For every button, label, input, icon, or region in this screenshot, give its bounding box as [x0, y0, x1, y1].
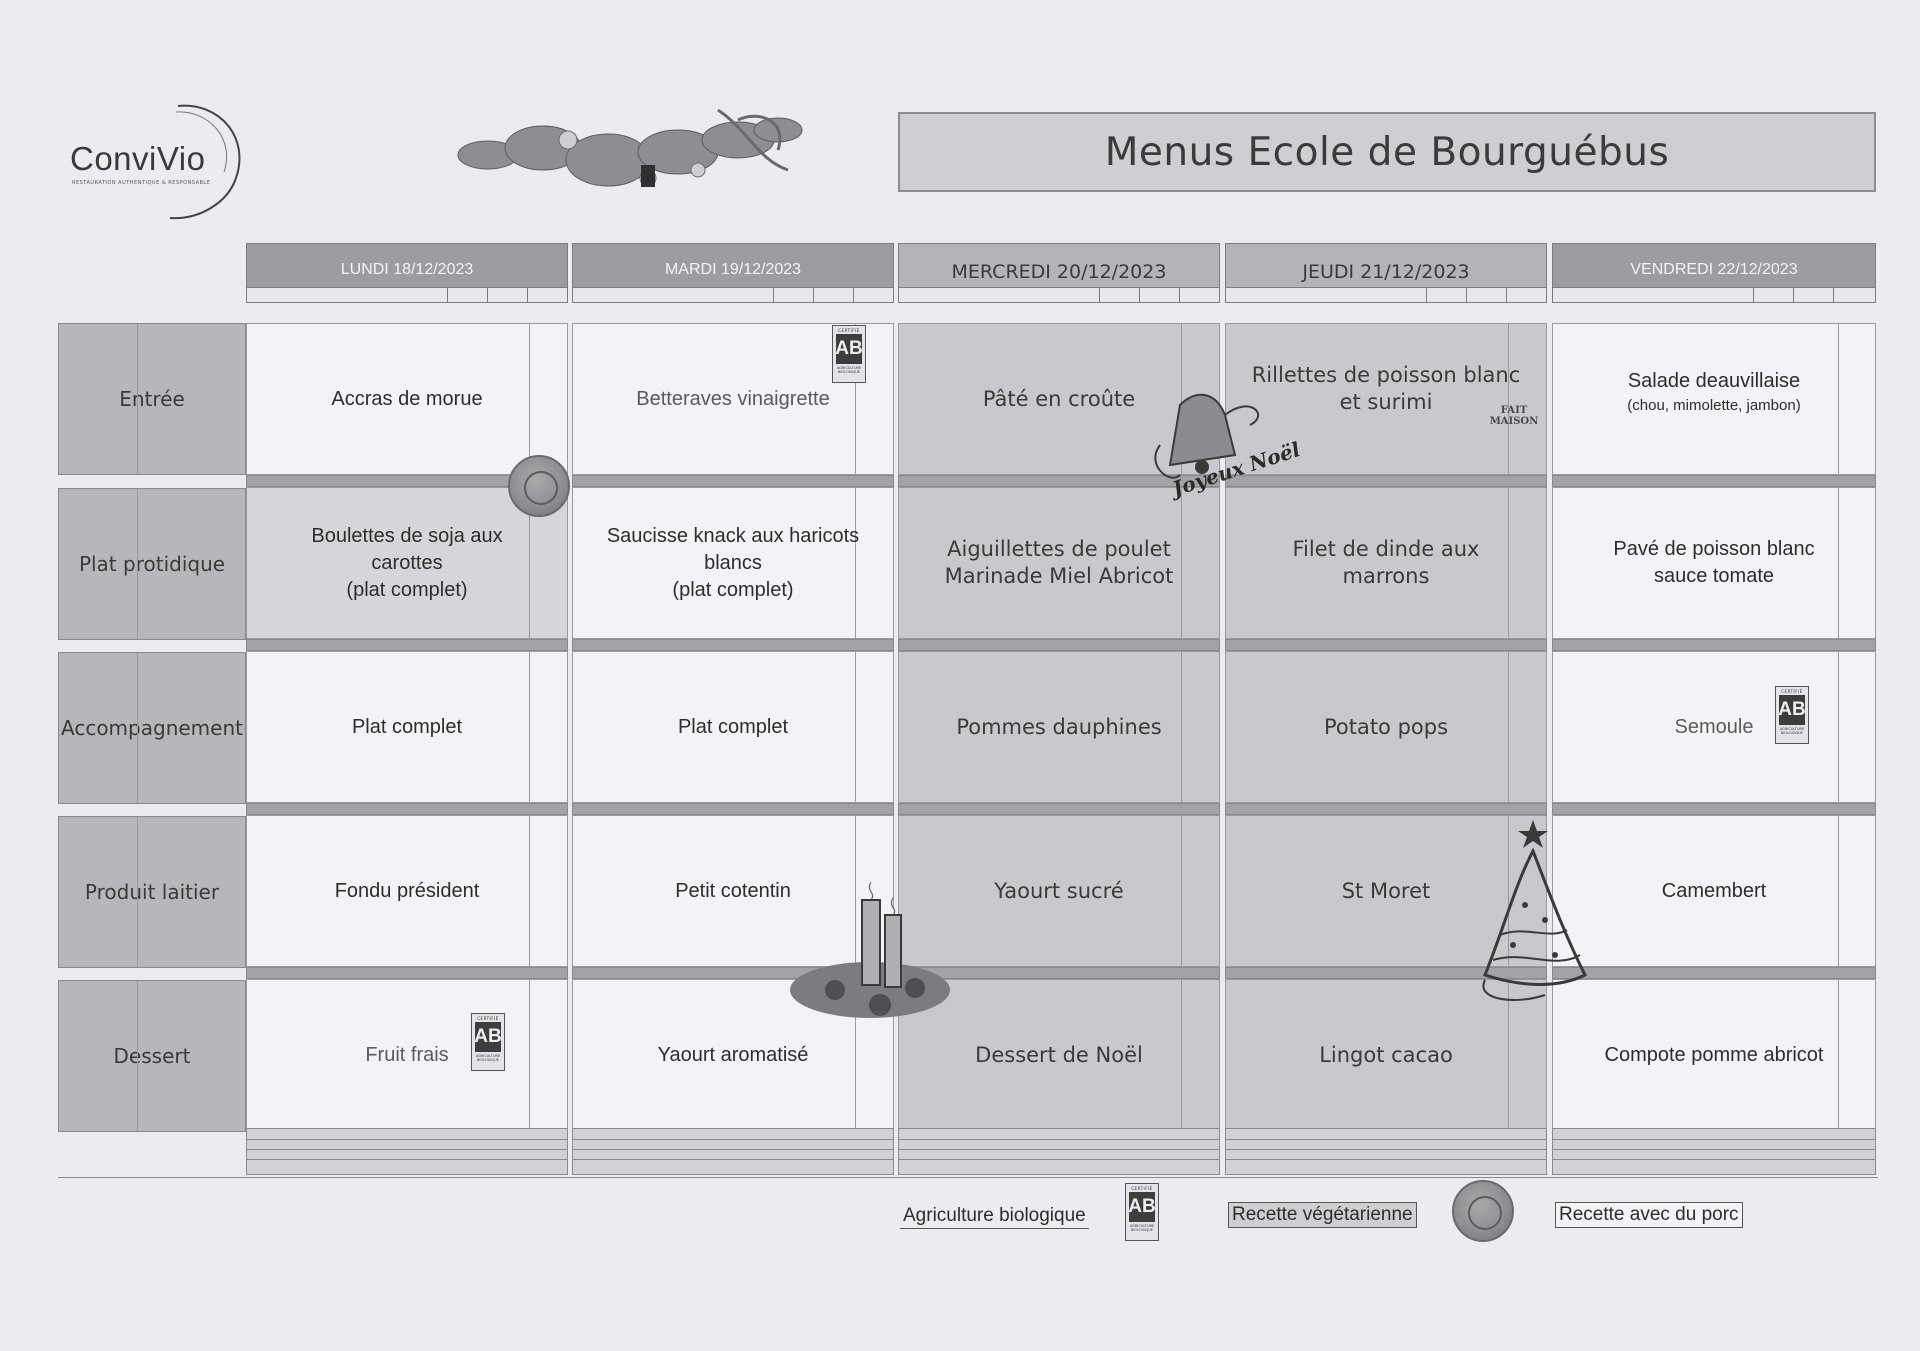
dish-dessert: Fruit frais — [365, 1043, 449, 1066]
menu-cell: Fruit frais — [246, 979, 568, 1131]
day-label: MERCREDI 20/12/2023 — [951, 261, 1167, 283]
menu-cell: Plat complet — [246, 651, 568, 803]
logo-tagline: RESTAURATION AUTHENTIQUE & RESPONSABLE — [72, 180, 211, 186]
dish-accompagnement: Plat complet — [677, 715, 789, 738]
dish-accompagnement: Pommes dauphines — [956, 714, 1162, 739]
column-vendredi: Salade deauvillaise(chou, mimolette, jam… — [1552, 303, 1876, 1175]
vegetarian-badge-icon — [508, 455, 570, 517]
menu-cell: Compote pomme abricot — [1552, 979, 1876, 1131]
day-header-vendredi: VENDREDI 22/12/2023 — [1552, 243, 1876, 303]
dish-laitier: Fondu président — [334, 879, 480, 902]
row-label-dessert: Dessert — [58, 980, 246, 1132]
day-label: MARDI 19/12/2023 — [664, 261, 802, 278]
dish-dessert: Dessert de Noël — [975, 1042, 1143, 1067]
dish-laitier: Petit cotentin — [675, 879, 791, 902]
legend-organic: Agriculture biologique — [900, 1204, 1089, 1229]
menu-cell: Salade deauvillaise(chou, mimolette, jam… — [1552, 323, 1876, 475]
page-title: Menus Ecole de Bourguébus — [1104, 129, 1670, 175]
christmas-garland-icon — [448, 100, 818, 210]
convivio-logo: ConviVio RESTAURATION AUTHENTIQUE & RESP… — [60, 98, 250, 228]
dish-laitier: Camembert — [1661, 879, 1767, 902]
day-label: VENDREDI 22/12/2023 — [1630, 261, 1798, 278]
day-header-lundi: LUNDI 18/12/2023 — [246, 243, 568, 303]
menu-cell: St Moret — [1225, 815, 1547, 967]
dish-entree: Betteraves vinaigrette — [636, 387, 830, 410]
dish-entree: Accras de morue — [331, 387, 483, 410]
christmas-tree-icon — [1455, 815, 1595, 1015]
day-header-jeudi: JEUDI 21/12/2023 — [1225, 243, 1547, 303]
menu-cell: Camembert — [1552, 815, 1876, 967]
dish-accompagnement: Semoule — [1674, 715, 1754, 738]
row-label-accompagnement: Accompagnement — [58, 652, 246, 804]
dish-accompagnement: Plat complet — [351, 715, 463, 738]
row-label-text: Produit laitier — [84, 880, 220, 904]
dish-laitier: St Moret — [1341, 878, 1431, 903]
vegetarian-badge-icon — [1452, 1180, 1514, 1242]
dish-dessert: Yaourt aromatisé — [657, 1043, 809, 1066]
legend-vegetarian: Recette végétarienne — [1228, 1202, 1417, 1228]
dish-entree: Salade deauvillaise(chou, mimolette, jam… — [1627, 369, 1801, 414]
dish-dessert: Lingot cacao — [1319, 1042, 1453, 1067]
table-bottom-rule — [58, 1177, 1878, 1178]
logo-text: ConviVio — [70, 140, 206, 177]
column-mardi: Betteraves vinaigrette Saucisse knack au… — [572, 303, 894, 1175]
row-label-text: Plat protidique — [78, 552, 226, 576]
row-label-text: Accompagnement — [61, 716, 243, 740]
row-label-entree: Entrée — [58, 323, 246, 475]
menu-cell: Plat complet — [572, 651, 894, 803]
dish-accompagnement: Potato pops — [1323, 714, 1449, 739]
day-label: LUNDI 18/12/2023 — [340, 261, 474, 278]
day-header-mercredi: MERCREDI 20/12/2023 — [898, 243, 1220, 303]
dish-entree: Pâté en croûte — [982, 386, 1136, 411]
christmas-candles-icon — [785, 870, 955, 1030]
legend-pork: Recette avec du porc — [1555, 1202, 1743, 1228]
logo-swirl-icon — [169, 104, 241, 220]
menu-cell: Pâté en croûte — [898, 323, 1220, 475]
joyeux-noel-bell-icon: Joyeux Noël — [1140, 385, 1310, 505]
menu-cell: Dessert de Noël — [898, 979, 1220, 1131]
menu-cell: Semoule — [1552, 651, 1876, 803]
row-label-text: Dessert — [113, 1044, 191, 1068]
menu-cell: Betteraves vinaigrette — [572, 323, 894, 475]
row-label-text: Entrée — [119, 387, 185, 411]
menu-cell: Fondu président — [246, 815, 568, 967]
row-label-plat: Plat protidique — [58, 488, 246, 640]
row-label-laitier: Produit laitier — [58, 816, 246, 968]
menu-cell: Pommes dauphines — [898, 651, 1220, 803]
fait-maison-badge: FAIT MAISON — [1489, 405, 1539, 427]
day-header-mardi: MARDI 19/12/2023 — [572, 243, 894, 303]
dish-laitier: Yaourt sucré — [994, 878, 1124, 903]
day-label: JEUDI 21/12/2023 — [1302, 261, 1470, 283]
menu-cell: Potato pops — [1225, 651, 1547, 803]
menu-cell: Lingot cacao — [1225, 979, 1547, 1131]
menu-cell: Yaourt sucré — [898, 815, 1220, 967]
dish-dessert: Compote pomme abricot — [1604, 1043, 1824, 1066]
menu-cell: Petit cotentin — [572, 815, 894, 967]
menu-cell: Accras de morue — [246, 323, 568, 475]
menu-title-banner: Menus Ecole de Bourguébus — [898, 112, 1876, 192]
